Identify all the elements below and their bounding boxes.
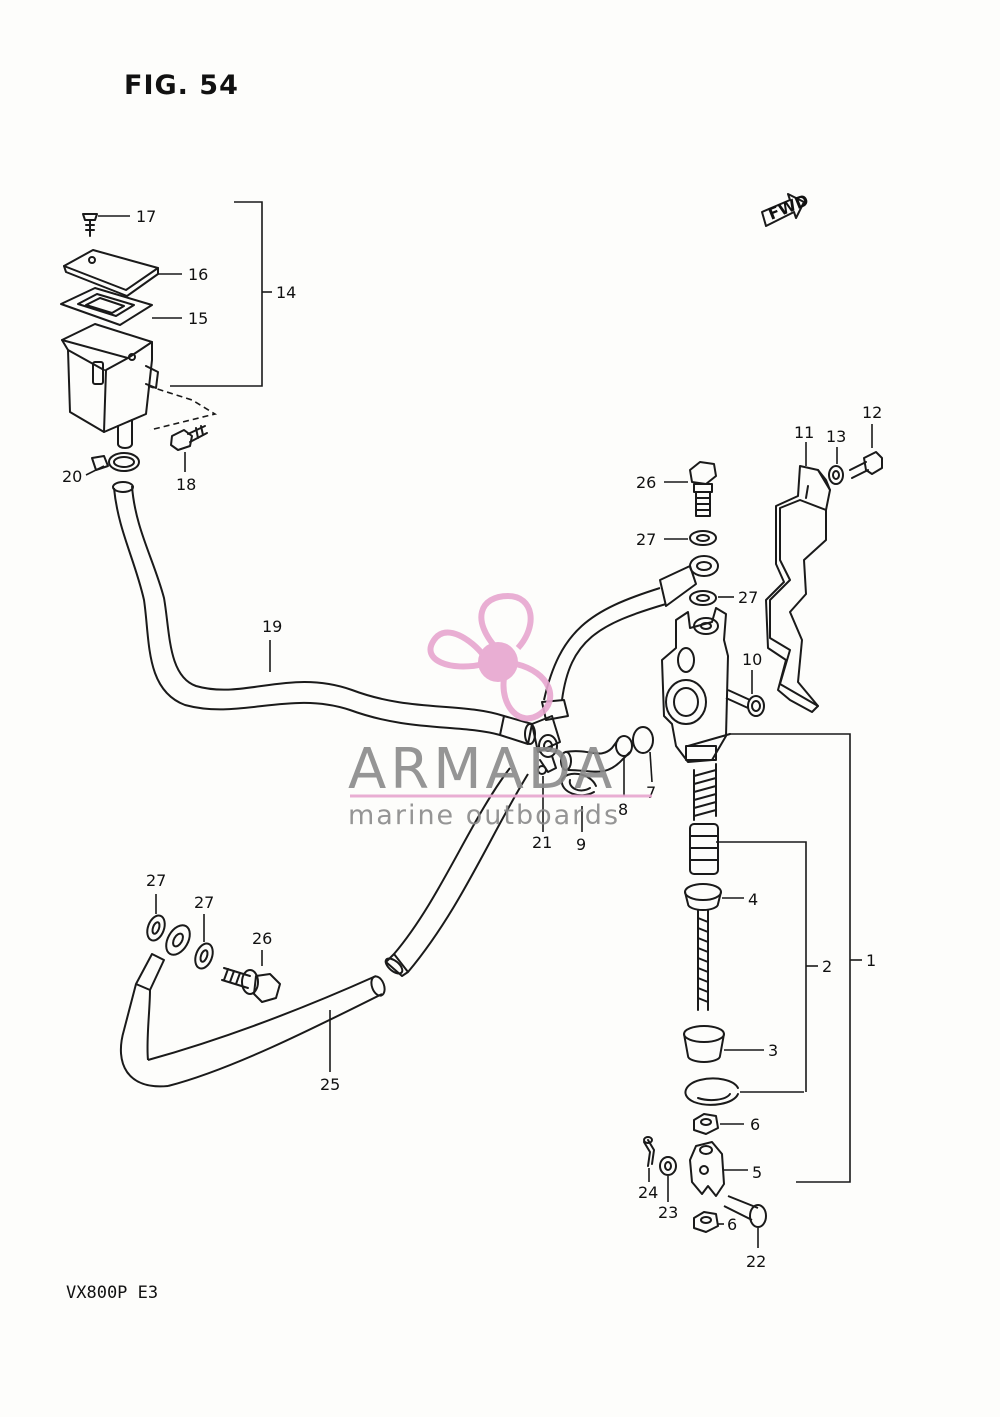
- banjo-bolt-26-upper: [664, 461, 717, 517]
- piston: [689, 823, 719, 875]
- callout-25: 25: [320, 1075, 340, 1094]
- model-code: VX800P E3: [66, 1283, 159, 1303]
- callout-7: 7: [646, 783, 656, 802]
- bracket-1: [730, 733, 851, 1183]
- upper-brake-hose: [541, 555, 719, 721]
- callout-26-lower: 26: [252, 929, 272, 948]
- reservoir-cap-16: [63, 249, 159, 297]
- washer-27-right: [194, 914, 214, 970]
- push-rod-4: [684, 883, 744, 1011]
- bolt-12: [849, 424, 883, 479]
- callout-9: 9: [576, 835, 586, 854]
- washer-27-top: [664, 530, 717, 546]
- propeller-logo-icon: [427, 592, 554, 722]
- fwd-arrow-icon: FWD: [761, 190, 811, 227]
- cotter-pin-24: [643, 1136, 655, 1182]
- callout-13: 13: [826, 427, 846, 446]
- callout-21: 21: [532, 833, 552, 852]
- callout-27-right: 27: [194, 893, 214, 912]
- washer-27-mid: [689, 590, 734, 606]
- callout-11: 11: [794, 423, 814, 442]
- bracket-2: [716, 841, 807, 1092]
- callout-8: 8: [618, 800, 628, 819]
- callout-19: 19: [262, 617, 282, 636]
- callout-6-lower: 6: [727, 1215, 737, 1234]
- figure-title: FIG. 54: [124, 70, 239, 101]
- callout-23: 23: [658, 1203, 678, 1222]
- clevis-pin-22: [723, 1195, 767, 1248]
- o-ring-7: [632, 726, 654, 783]
- nut-6-upper: [693, 1113, 744, 1135]
- elbow-pipe-8: [560, 735, 633, 796]
- diaphragm-15: [60, 287, 153, 326]
- callout-1: 1: [866, 951, 876, 970]
- reservoir-body: [61, 323, 218, 449]
- nut-6-lower: [693, 1211, 719, 1233]
- callout-4: 4: [748, 890, 758, 909]
- bolt-18: [170, 425, 208, 472]
- callout-27-top: 27: [636, 530, 656, 549]
- callout-labels: 17 16 15 14 18 20 19 21 9 8 7 26 27 27 1…: [62, 207, 882, 1271]
- callout-16: 16: [188, 265, 208, 284]
- callout-27-left: 27: [146, 871, 166, 890]
- callout-5: 5: [752, 1163, 762, 1182]
- washer-27-left: [146, 894, 166, 942]
- master-cylinder-body: [661, 607, 731, 763]
- watermark-brand: ARMADA: [348, 737, 616, 802]
- hose-clamp-20: [85, 452, 140, 476]
- callout-14: 14: [276, 283, 296, 302]
- armada-watermark: ARMADA marine outboards: [348, 592, 652, 831]
- callout-27-mid: 27: [738, 588, 758, 607]
- callout-17: 17: [136, 207, 156, 226]
- washer-13: [828, 447, 844, 485]
- mounting-bolt-10: [725, 670, 765, 717]
- reservoir-assembly: [60, 201, 272, 449]
- screw-17: [82, 213, 98, 237]
- callout-22: 22: [746, 1252, 766, 1271]
- callout-15: 15: [188, 309, 208, 328]
- piston-spring: [693, 763, 717, 821]
- callout-20: 20: [62, 467, 82, 486]
- washer-23: [659, 1156, 677, 1202]
- brake-hose-25: [119, 767, 529, 1088]
- banjo-bolt-26-lower: [221, 950, 281, 1003]
- callout-10: 10: [742, 650, 762, 669]
- callout-3: 3: [768, 1041, 778, 1060]
- boot-3: [683, 1025, 764, 1063]
- watermark-tagline: marine outboards: [348, 800, 620, 831]
- callout-24: 24: [638, 1183, 658, 1202]
- circlip-2: [684, 1077, 804, 1106]
- callout-12: 12: [862, 403, 882, 422]
- callout-6-upper: 6: [750, 1115, 760, 1134]
- clevis-5: [689, 1141, 748, 1197]
- callout-18: 18: [176, 475, 196, 494]
- callout-2: 2: [822, 957, 832, 976]
- bracket-11: [765, 442, 831, 713]
- callout-26-upper: 26: [636, 473, 656, 492]
- supply-hose-19: [112, 481, 536, 745]
